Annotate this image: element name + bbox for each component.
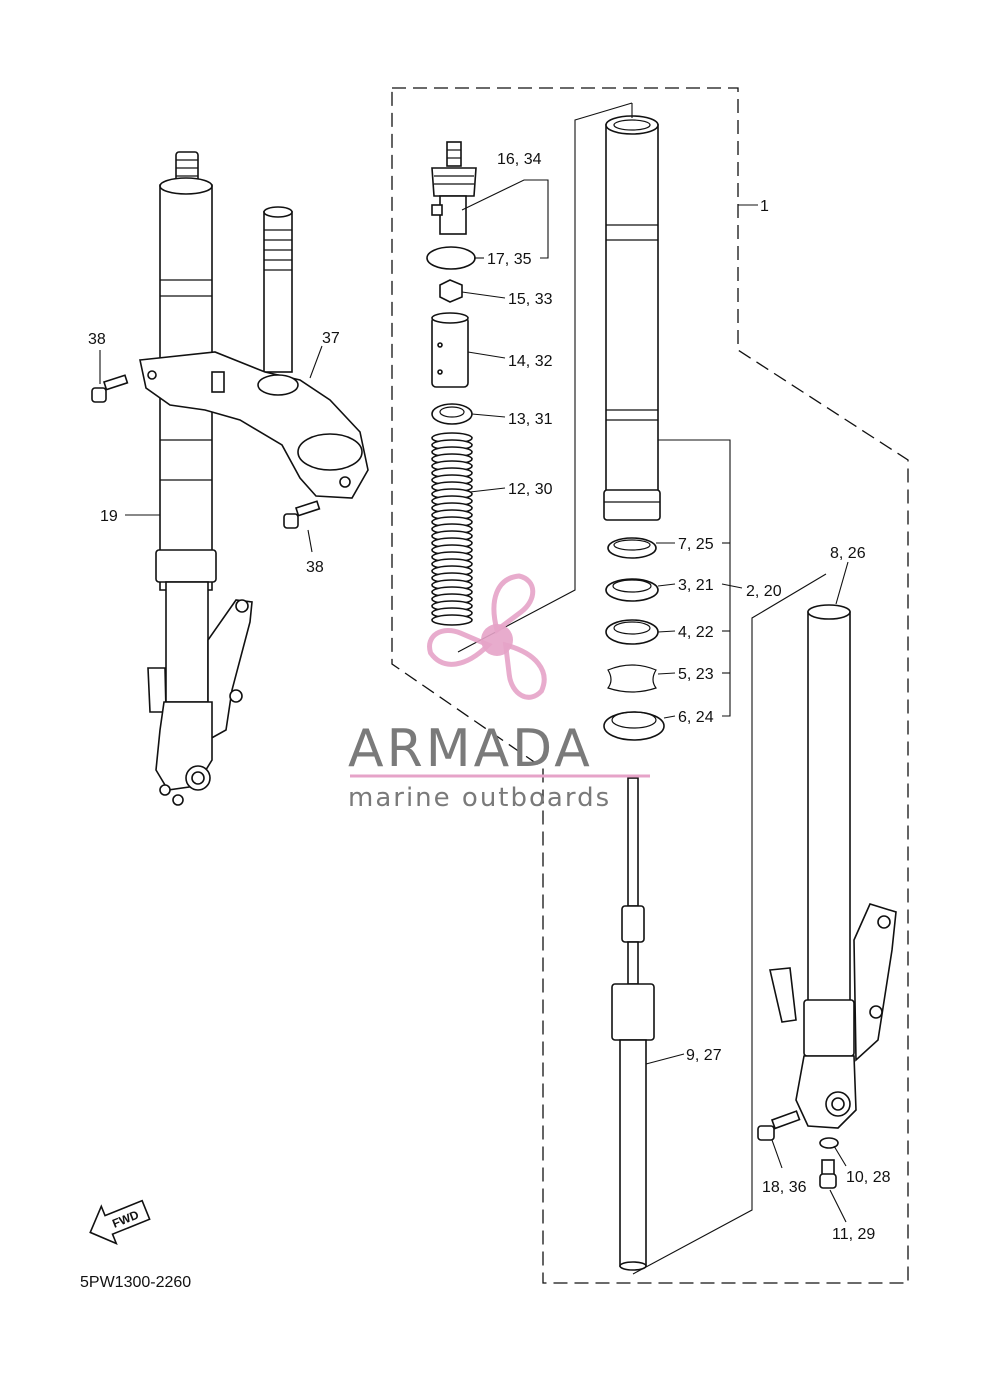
- assembled-fork-illustration: [91, 151, 369, 806]
- fwd-arrow: FWD: [89, 1199, 151, 1245]
- washer-3-21: [605, 578, 659, 602]
- watermark-tagline: marine outboards: [348, 783, 611, 813]
- callout-19: 19: [100, 508, 118, 525]
- callout-37: 37: [322, 330, 340, 347]
- washer-13-31: [431, 403, 473, 425]
- callout-10-28: 10, 28: [846, 1169, 891, 1186]
- callout-4-22: 4, 22: [678, 624, 714, 641]
- nut-15-33: [439, 279, 463, 303]
- callout-7-25: 7, 25: [678, 536, 714, 553]
- watermark-brand: ARMADA: [348, 719, 593, 779]
- callout-17-35: 17, 35: [487, 251, 532, 268]
- pinch-bolt-18-36: [757, 1110, 801, 1141]
- callout-18-36: 18, 36: [762, 1179, 807, 1196]
- assembly-boundary: [391, 87, 909, 1284]
- callout-5-23: 5, 23: [678, 666, 714, 683]
- callout-15-33: 15, 33: [508, 291, 553, 308]
- callout-38-upper: 38: [88, 331, 106, 348]
- bolt-38-lower: [283, 500, 321, 529]
- oil-seal-4-22: [605, 619, 659, 645]
- callout-12-30: 12, 30: [508, 481, 553, 498]
- damper-adjuster-16-34: [431, 141, 477, 235]
- callout-16-34: 16, 34: [497, 151, 542, 168]
- callout-2-20: 2, 20: [746, 583, 782, 600]
- callout-1: 1: [760, 198, 769, 215]
- fork-spring-12-30: [431, 432, 473, 626]
- inner-tube-8-26: [769, 604, 897, 1129]
- callout-38-lower: 38: [306, 559, 324, 576]
- o-ring-17-35: [426, 246, 476, 270]
- bolt-11-29: [819, 1159, 837, 1189]
- bushing-7-25: [607, 537, 657, 559]
- outer-tube-1: [603, 115, 661, 521]
- washer-10-28: [819, 1137, 839, 1149]
- drawing-code: 5PW1300-2260: [80, 1274, 191, 1291]
- callout-9-27: 9, 27: [686, 1047, 722, 1064]
- circlip-5-23: [607, 664, 657, 693]
- armada-watermark: ARMADA marine outboards: [348, 573, 650, 813]
- callout-6-24: 6, 24: [678, 709, 714, 726]
- callout-labels: 1 16, 34 17, 35 15, 33 14, 32 13, 31 12,…: [88, 151, 891, 1243]
- spacer-14-32: [431, 312, 469, 388]
- callout-11-29: 11, 29: [832, 1226, 875, 1243]
- damper-rod-9-27: [611, 777, 655, 1271]
- dust-seal-6-24: [603, 711, 665, 741]
- propeller-logo-icon: [427, 573, 547, 700]
- leader-lines: [99, 102, 849, 1275]
- callout-13-31: 13, 31: [508, 411, 553, 428]
- callout-14-32: 14, 32: [508, 353, 553, 370]
- callout-3-21: 3, 21: [678, 577, 714, 594]
- bolt-38-upper: [91, 374, 129, 403]
- callout-8-26: 8, 26: [830, 545, 866, 562]
